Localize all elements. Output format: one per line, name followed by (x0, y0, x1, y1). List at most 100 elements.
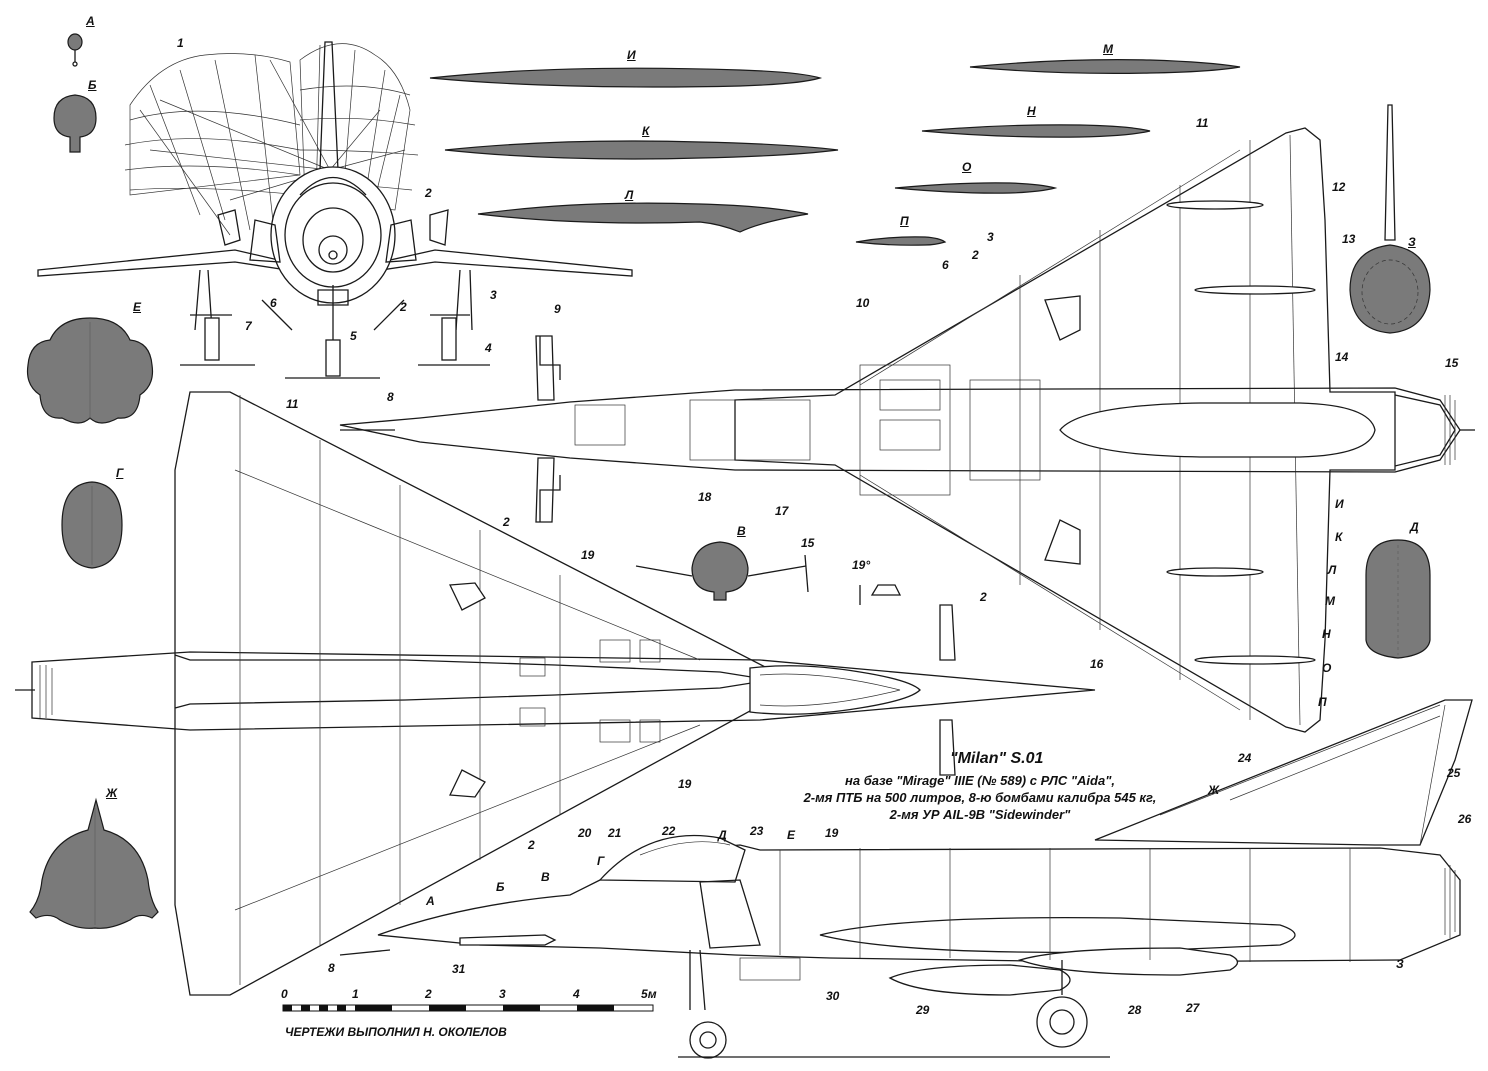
callout-28: 28 (1128, 1003, 1142, 1017)
title-line-3: 2-мя УР AIL-9B "Sidewinder" (889, 807, 1071, 822)
callout-15-bottom: 15 (1445, 356, 1459, 370)
callout-3-front: 3 (490, 288, 497, 302)
callout-25: 25 (1447, 766, 1461, 780)
callout-18: 18 (698, 490, 712, 504)
callout-7: 7 (245, 319, 252, 333)
section-label-i: И (627, 48, 636, 62)
callout-3-bottom: 3 (987, 230, 994, 244)
scale-bar (282, 1004, 654, 1012)
front-view (37, 41, 633, 379)
callout-22: 22 (662, 824, 676, 838)
callout-9: 9 (554, 302, 561, 316)
station-n: Н (1322, 627, 1331, 641)
title-line-2: 2-мя ПТБ на 500 литров, 8-ю бомбами кали… (803, 790, 1157, 805)
section-label-g: Г (116, 466, 124, 480)
side-station-v: В (541, 870, 550, 884)
section-label-z: З (1408, 235, 1416, 249)
callout-2-bottom-b: 2 (980, 590, 987, 604)
side-station-z: З (1396, 957, 1404, 971)
side-station-zh: Ж (1208, 783, 1220, 797)
section-label-k: К (642, 124, 650, 138)
callout-17: 17 (775, 504, 789, 518)
callout-24: 24 (1238, 751, 1252, 765)
bottom-view (339, 127, 1475, 733)
callout-19-top-a: 19 (581, 548, 595, 562)
section-label-m: М (1103, 42, 1113, 56)
side-station-d: Д (718, 828, 727, 842)
section-label-zh: Ж (106, 786, 118, 800)
callout-10: 10 (856, 296, 870, 310)
section-g (61, 481, 123, 569)
callout-6-front: 6 (270, 296, 277, 310)
title-line-1: на базе "Mirage" IIIE (№ 589) с РЛС "Aid… (845, 773, 1115, 788)
callout-2-bottom: 2 (972, 248, 979, 262)
callout-11-bottom: 11 (1196, 116, 1209, 130)
callout-26: 26 (1458, 812, 1472, 826)
callout-19-top-b: 19 (678, 777, 692, 791)
section-v (635, 541, 902, 605)
side-view (339, 699, 1473, 1059)
section-zh (29, 797, 159, 929)
side-station-b: Б (496, 880, 505, 894)
callout-2-front: 2 (425, 186, 432, 200)
callout-13: 13 (1342, 232, 1356, 246)
section-b (53, 94, 97, 153)
scale-tick-4: 4 (573, 987, 580, 1001)
callout-2-front-b: 2 (400, 300, 407, 314)
scale-unit: м (647, 987, 657, 1001)
callout-2-top-b: 2 (528, 838, 535, 852)
callout-11-top: 11 (286, 397, 299, 411)
station-i: И (1335, 497, 1344, 511)
section-label-l: Л (625, 188, 634, 202)
station-m: М (1325, 594, 1335, 608)
station-o: О (1322, 661, 1332, 675)
callout-8-side: 8 (328, 961, 335, 975)
top-view (15, 391, 1096, 996)
side-station-a: А (426, 894, 435, 908)
section-d (1365, 539, 1431, 659)
airfoil-sections (429, 59, 1241, 246)
scale-tick-2: 2 (425, 987, 432, 1001)
callout-8-top: 8 (387, 390, 394, 404)
section-label-d: Д (1410, 520, 1419, 534)
section-label-a: А (86, 14, 95, 28)
callout-30: 30 (826, 989, 840, 1003)
callout-27: 27 (1186, 1001, 1200, 1015)
scale-tick-5: 5м (641, 987, 657, 1001)
callout-21: 21 (608, 826, 622, 840)
callout-19-side: 19 (825, 826, 839, 840)
section-label-p: П (900, 214, 909, 228)
callout-14: 14 (1335, 350, 1349, 364)
callout-23: 23 (750, 824, 764, 838)
callout-6-bottom: 6 (942, 258, 949, 272)
scale-tick-0: 0 (281, 987, 288, 1001)
station-l: Л (1328, 563, 1337, 577)
title-name: "Milan" S.01 (950, 750, 1044, 767)
scale-tick-3: 3 (499, 987, 506, 1001)
callout-1: 1 (177, 36, 184, 50)
credit: ЧЕРТЕЖИ ВЫПОЛНИЛ Н. ОКОЛЕЛОВ (285, 1025, 507, 1039)
section-z (1349, 104, 1431, 334)
scale-tick-5-value: 5 (641, 987, 648, 1001)
callout-15-section: 15 (801, 536, 815, 550)
station-p: П (1318, 695, 1327, 709)
scale-tick-1: 1 (352, 987, 359, 1001)
section-label-o: О (962, 160, 972, 174)
callout-2-top: 2 (503, 515, 510, 529)
callout-29: 29 (916, 1003, 930, 1017)
side-station-g: Г (597, 854, 605, 868)
section-label-e: Е (133, 300, 142, 314)
callout-20: 20 (578, 826, 592, 840)
callout-4: 4 (485, 341, 492, 355)
callout-16: 16 (1090, 657, 1104, 671)
section-a (67, 33, 83, 67)
station-k: К (1335, 530, 1343, 544)
section-label-n: Н (1027, 104, 1036, 118)
callout-31: 31 (452, 962, 466, 976)
side-station-e: Е (787, 828, 796, 842)
callout-12: 12 (1332, 180, 1346, 194)
section-e (26, 317, 154, 424)
section-label-b: Б (88, 78, 97, 92)
callout-5: 5 (350, 329, 357, 343)
